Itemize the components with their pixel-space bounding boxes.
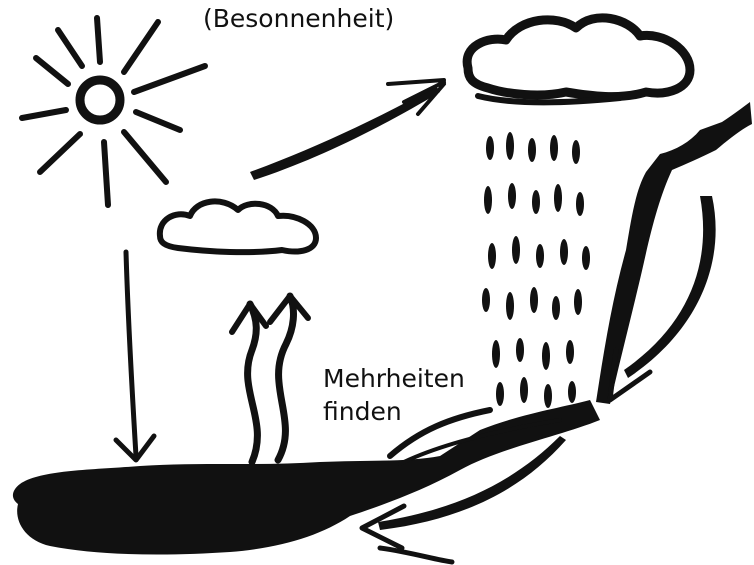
sun-ray-arrow	[116, 252, 154, 460]
label-finden: finden	[323, 399, 402, 424]
label-mehrheiten: Mehrheiten	[323, 366, 465, 391]
arrow-icon	[250, 80, 444, 180]
label-besonnenheit: (Besonnenheit)	[203, 6, 394, 31]
small-cloud-icon	[160, 201, 316, 252]
rain-drops	[482, 132, 590, 408]
sun-icon	[22, 18, 205, 205]
evaporation-arrows	[232, 296, 308, 462]
cliff-icon	[596, 102, 752, 404]
rain-cloud-icon	[467, 18, 690, 102]
